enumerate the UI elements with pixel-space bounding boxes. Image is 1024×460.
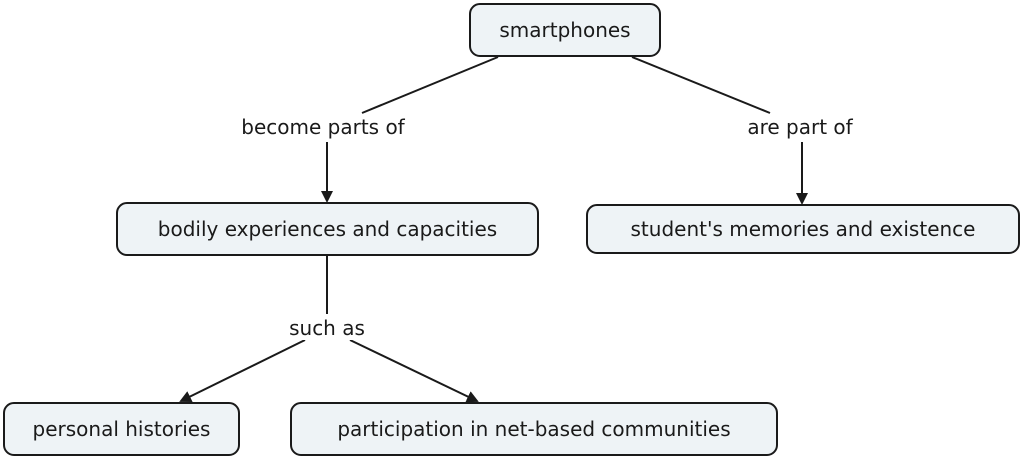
node-smartphones[interactable]: smartphones xyxy=(469,3,661,57)
node-personal-histories[interactable]: personal histories xyxy=(3,402,240,456)
node-bodily-experiences[interactable]: bodily experiences and capacities xyxy=(116,202,539,256)
connector-smartphones-to-become-parts-of xyxy=(361,56,499,114)
node-students-memories[interactable]: student's memories and existence xyxy=(586,204,1020,254)
link-label-such-as: such as xyxy=(286,316,368,340)
connector-smartphones-to-are-part-of xyxy=(631,56,771,114)
node-smartphones-label: smartphones xyxy=(499,18,631,42)
connector-such-as-to-personal xyxy=(179,339,306,402)
connector-such-as-to-participation xyxy=(349,339,479,403)
link-label-become-parts-of: become parts of xyxy=(238,115,408,139)
node-personal-histories-label: personal histories xyxy=(32,417,211,441)
node-participation-label: participation in net-based communities xyxy=(337,417,731,441)
node-bodily-experiences-label: bodily experiences and capacities xyxy=(157,217,498,241)
node-participation[interactable]: participation in net-based communities xyxy=(290,402,778,456)
link-label-are-part-of: are part of xyxy=(744,115,856,139)
node-students-memories-label: student's memories and existence xyxy=(630,217,976,241)
